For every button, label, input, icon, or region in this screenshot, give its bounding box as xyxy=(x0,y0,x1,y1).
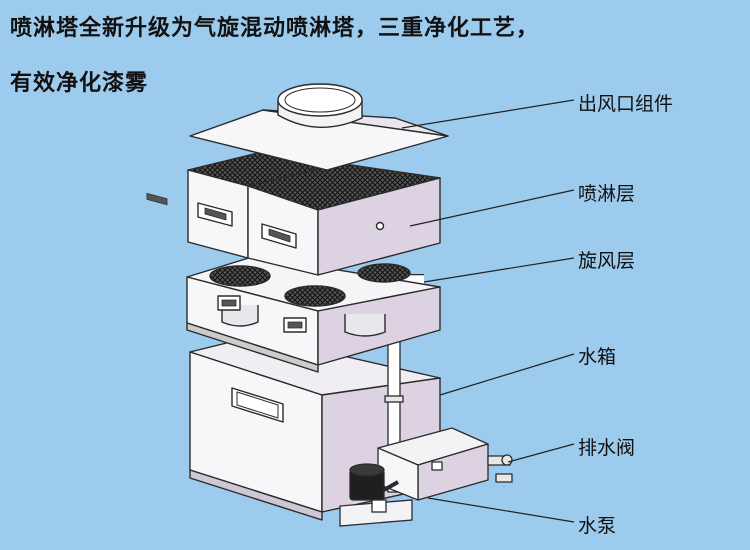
leader-lines xyxy=(401,99,575,523)
outlet-assembly xyxy=(189,83,449,171)
headline-line-2: 有效净化漆雾 xyxy=(10,71,149,96)
callout-drain-valve: 排水阀 xyxy=(578,437,636,459)
callout-outlet-assembly: 出风口组件 xyxy=(578,93,674,115)
callout-spray-layer: 喷淋层 xyxy=(578,183,636,205)
leader-valve xyxy=(507,443,575,463)
leader-tank xyxy=(439,353,575,396)
headline-line-1: 喷淋塔全新升级为气旋混动喷淋塔，三重净化工艺， xyxy=(10,16,540,41)
pump xyxy=(339,463,413,527)
callout-cyclone-layer: 旋风层 xyxy=(578,250,636,272)
leader-outlet xyxy=(401,99,575,129)
leader-pump xyxy=(427,497,575,523)
cyclone-layer xyxy=(186,255,441,373)
callout-water-tank: 水箱 xyxy=(578,346,617,368)
leader-cyclone xyxy=(423,257,575,283)
spray-layer xyxy=(146,151,441,276)
callout-pump: 水泵 xyxy=(578,515,617,537)
leader-spray xyxy=(409,189,575,227)
